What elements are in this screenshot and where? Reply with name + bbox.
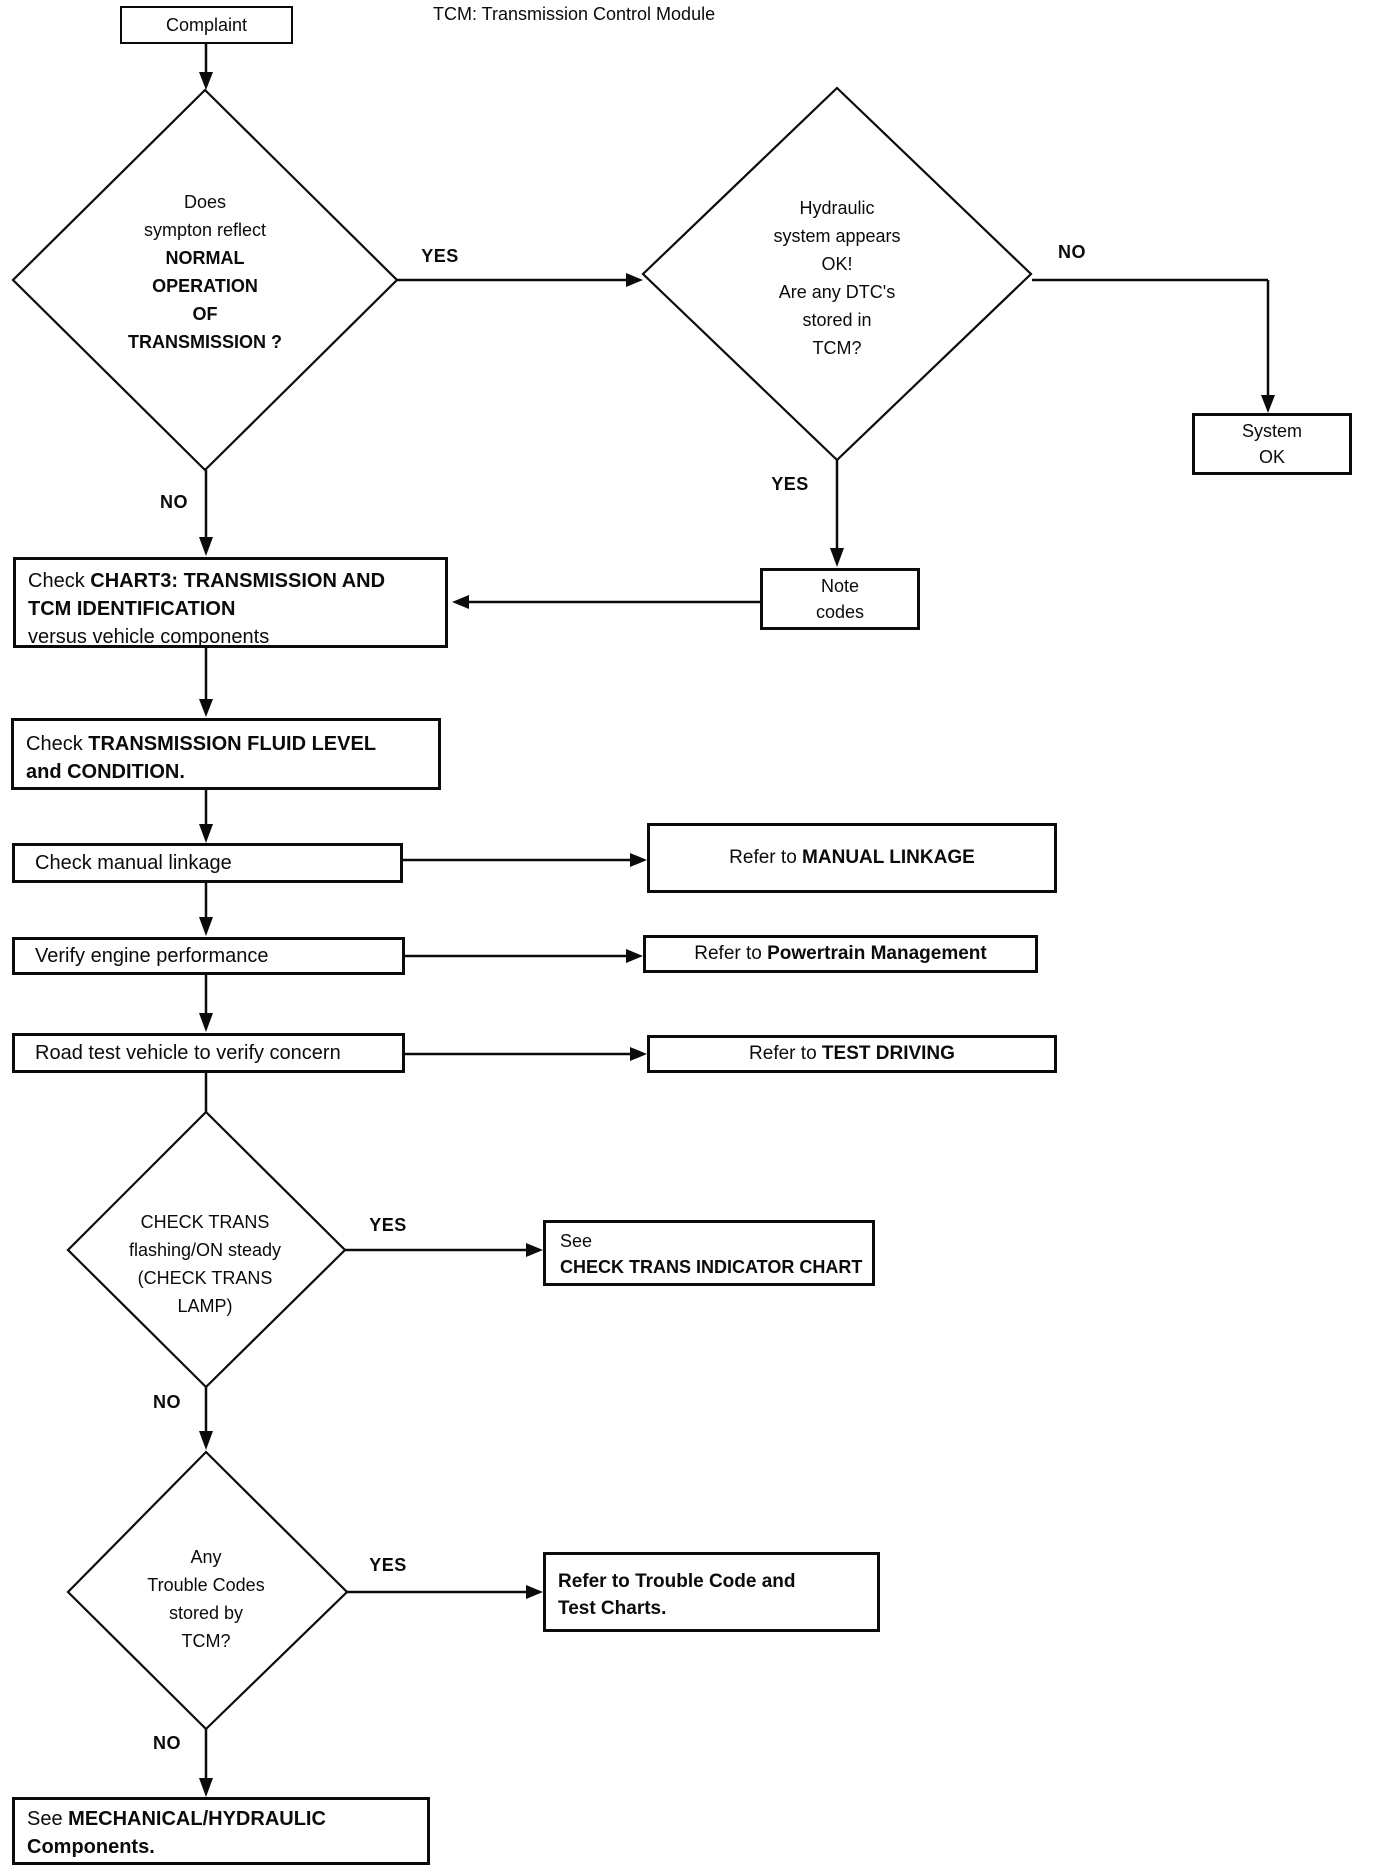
system-ok-line: OK — [1258, 447, 1285, 467]
check-manual-linkage-box: Check manual linkage — [12, 843, 403, 883]
refer-prefix: Refer to — [729, 847, 797, 868]
refer-manual-linkage-box: Refer to MANUAL LINKAGE — [647, 823, 1057, 893]
d2-line: stored in — [802, 310, 872, 330]
note-codes-line: Note — [820, 576, 859, 596]
arrowhead-down-icon — [199, 824, 213, 843]
arrowhead-right-icon — [626, 949, 643, 963]
arrowhead-right-icon — [526, 1243, 543, 1257]
arrowhead-down-icon — [1261, 395, 1275, 413]
refer-manual-linkage-bold: MANUAL LINKAGE — [802, 847, 975, 868]
refer-powertrain-box: Refer to Powertrain Management — [643, 935, 1038, 973]
arrowhead-down-icon — [830, 548, 844, 567]
arrowhead-down-icon — [199, 917, 213, 936]
check-chart3-bold1: CHART3: TRANSMISSION AND — [90, 570, 386, 592]
refer-trouble-box: Refer to Trouble Code and Test Charts. — [543, 1552, 880, 1632]
diamond-trouble-codes-text: Any Trouble Codes stored by TCM? — [56, 1543, 356, 1655]
see-mechanical-bold2: Components. — [27, 1836, 155, 1858]
d1-line: NORMAL — [165, 248, 245, 268]
edge-label-yes: YES — [369, 1215, 407, 1235]
check-fluid-bold1: TRANSMISSION FLUID LEVEL — [88, 733, 377, 755]
check-manual-linkage-label: Check manual linkage — [35, 851, 232, 874]
check-chart3-box: Check CHART3: TRANSMISSION AND TCM IDENT… — [13, 557, 448, 648]
refer-test-driving-box: Refer to TEST DRIVING — [647, 1035, 1057, 1073]
check-chart3-normal: versus vehicle components — [28, 626, 270, 648]
diamond-check-trans-text: CHECK TRANS flashing/ON steady (CHECK TR… — [55, 1208, 355, 1320]
d2-line: Are any DTC's — [778, 282, 896, 302]
arrowhead-right-icon — [630, 1047, 647, 1061]
see-mechanical-prefix: See — [27, 1808, 69, 1830]
edge-label-no: NO — [160, 492, 188, 512]
arrowhead-right-icon — [526, 1585, 543, 1599]
refer-prefix: Refer to — [749, 1043, 817, 1064]
decision-diamond-check-trans — [66, 1110, 347, 1389]
arrowhead-right-icon — [630, 853, 647, 867]
d1-line: sympton reflect — [143, 220, 267, 240]
d3-line: flashing/ON steady — [128, 1240, 282, 1260]
decision-diamond-hydraulic — [641, 86, 1033, 462]
edge-label-yes: YES — [369, 1555, 407, 1575]
arrowhead-down-icon — [199, 537, 213, 556]
d1-line: TRANSMISSION ? — [127, 332, 282, 352]
decision-diamond-normal-operation — [11, 88, 399, 472]
road-test-label: Road test vehicle to verify concern — [35, 1041, 341, 1064]
page-title: TCM: Transmission Control Module — [433, 4, 716, 24]
refer-prefix: Refer to — [694, 943, 762, 964]
edge-label-no: NO — [153, 1733, 181, 1753]
verify-engine-label: Verify engine performance — [35, 944, 269, 967]
d3-line: LAMP) — [177, 1296, 233, 1316]
note-codes-line: codes — [815, 602, 865, 622]
system-ok-box: System OK — [1192, 413, 1352, 475]
refer-test-driving-bold: TEST DRIVING — [821, 1043, 955, 1064]
d2-line: system appears — [773, 226, 901, 246]
check-fluid-bold2: and CONDITION. — [26, 761, 185, 783]
refer-trouble-line2: Test Charts. — [558, 1598, 667, 1619]
complaint-box: Complaint — [120, 6, 293, 44]
arrowhead-right-icon — [626, 273, 643, 287]
d4-line: stored by — [168, 1603, 244, 1623]
check-fluid-box: Check TRANSMISSION FLUID LEVEL and CONDI… — [11, 718, 441, 790]
d2-line: Hydraulic — [799, 198, 875, 218]
see-check-trans-box: See CHECK TRANS INDICATOR CHART — [543, 1220, 875, 1286]
arrowhead-down-icon — [199, 72, 213, 90]
refer-trouble-line1: Refer to Trouble Code and — [558, 1571, 796, 1592]
check-fluid-prefix: Check — [26, 733, 89, 755]
diamond-normal-operation-text: Does sympton reflect NORMAL OPERATION OF… — [55, 188, 355, 356]
note-codes-box: Note codes — [760, 568, 920, 630]
d1-line: Does — [183, 192, 227, 212]
d3-line: (CHECK TRANS — [137, 1268, 273, 1288]
d1-line: OPERATION — [152, 276, 258, 296]
d3-line: CHECK TRANS — [140, 1212, 270, 1232]
check-chart3-prefix: Check — [28, 570, 91, 592]
check-chart3-bold2: TCM IDENTIFICATION — [28, 598, 236, 620]
see-mechanical-box: See MECHANICAL/HYDRAULIC Components. — [12, 1797, 430, 1865]
decision-diamond-trouble-codes — [66, 1450, 349, 1731]
see-check-trans-line2: CHECK TRANS INDICATOR CHART — [560, 1257, 863, 1277]
edge-label-yes: YES — [771, 474, 809, 494]
see-check-trans-line1: See — [560, 1231, 593, 1251]
refer-powertrain-bold: Powertrain Management — [767, 943, 987, 964]
diamond-hydraulic-text: Hydraulic system appears OK! Are any DTC… — [687, 194, 987, 362]
d4-line: Trouble Codes — [147, 1575, 265, 1595]
arrowhead-down-icon — [199, 1013, 213, 1032]
arrowhead-down-icon — [199, 699, 213, 717]
verify-engine-box: Verify engine performance — [12, 937, 405, 975]
d4-line: TCM? — [181, 1631, 231, 1651]
d2-line: TCM? — [812, 338, 862, 358]
edge-label-no: NO — [153, 1392, 181, 1412]
complaint-label: Complaint — [165, 14, 248, 35]
d2-line: OK! — [821, 254, 853, 274]
arrowhead-down-icon — [199, 1431, 213, 1450]
arrowhead-down-icon — [199, 1778, 213, 1797]
arrowhead-left-icon — [452, 595, 469, 609]
d1-line: OF — [192, 304, 218, 324]
d4-line: Any — [190, 1547, 222, 1567]
see-mechanical-bold1: MECHANICAL/HYDRAULIC — [68, 1808, 326, 1830]
road-test-box: Road test vehicle to verify concern — [12, 1033, 405, 1073]
edge-label-no: NO — [1058, 242, 1086, 262]
edge-label-yes: YES — [421, 246, 459, 266]
system-ok-line: System — [1241, 421, 1302, 441]
